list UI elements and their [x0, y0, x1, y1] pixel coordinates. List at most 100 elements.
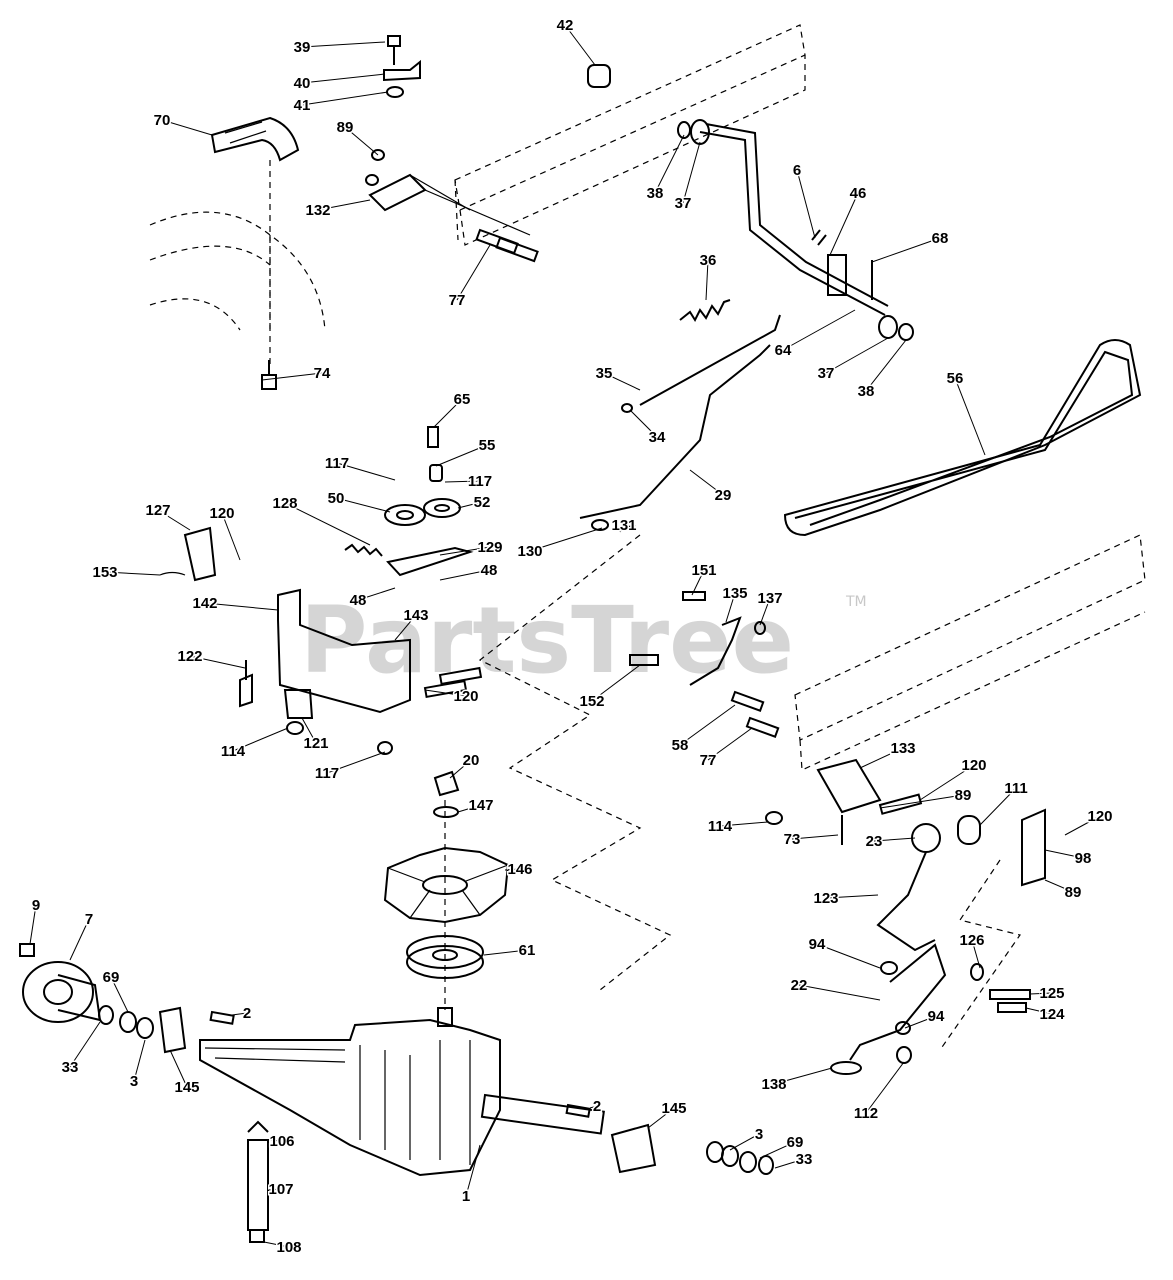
linkage-part-135 — [629, 591, 766, 686]
callout-leader — [284, 502, 371, 546]
callout-leader — [133, 1039, 146, 1082]
callout-label: 125 — [1039, 985, 1064, 1002]
callout-leader — [110, 976, 129, 1013]
callout-label: 128 — [272, 495, 297, 512]
callout-leader — [798, 984, 881, 1001]
callout-leader — [394, 614, 417, 641]
callout-leader — [231, 1012, 248, 1016]
callout-label: 117 — [468, 473, 492, 490]
callout-leader — [457, 501, 483, 509]
callout-label: 64 — [775, 342, 792, 359]
upper-frame-rail — [454, 24, 806, 246]
callout-label: 89 — [337, 119, 354, 136]
callout-label: 1 — [462, 1188, 470, 1205]
callout-leader — [971, 939, 981, 969]
callout-leader — [725, 592, 736, 623]
callout-label: 74 — [314, 365, 331, 382]
callout-leader — [654, 134, 685, 194]
callout-label: 68 — [932, 230, 949, 247]
callout-leader — [619, 524, 625, 533]
callout-label: 48 — [481, 562, 498, 579]
callout-label: 133 — [890, 740, 915, 757]
rod-part-29 — [579, 344, 771, 531]
callout-label: 143 — [403, 607, 428, 624]
callout-leader — [1064, 815, 1101, 836]
callout-label: 145 — [174, 1079, 199, 1096]
callout-label: 135 — [722, 585, 747, 602]
callout-label: 6 — [793, 162, 801, 179]
callout-label: 40 — [294, 75, 311, 92]
callout-label: 61 — [519, 942, 536, 959]
callout-leader — [483, 949, 528, 956]
callout-leader — [189, 655, 246, 669]
callout-leader — [707, 727, 753, 761]
callout-leader — [465, 1144, 481, 1197]
callout-leader — [816, 943, 881, 969]
axle-hardware-right — [565, 1103, 774, 1175]
callout-label: 117 — [315, 765, 339, 782]
callout-leader — [979, 787, 1017, 826]
callout-leader — [261, 372, 323, 381]
callout-leader — [682, 141, 701, 204]
transaxle-part-1 — [199, 1007, 605, 1177]
callout-label: 55 — [479, 437, 496, 454]
callout-label: 37 — [675, 195, 692, 212]
callout-leader — [705, 259, 709, 301]
callout-leader — [433, 398, 463, 428]
callout-label: 122 — [177, 648, 202, 665]
callout-label: 131 — [611, 517, 636, 534]
callout-leader — [859, 747, 904, 769]
callout-leader — [1029, 992, 1053, 995]
callout-label: 98 — [1075, 850, 1092, 867]
spring-part-36 — [679, 299, 731, 323]
callout-leader — [679, 704, 736, 746]
callout-label: 132 — [305, 202, 330, 219]
callout-label: 38 — [858, 383, 875, 400]
callout-label: 29 — [715, 487, 732, 504]
callout-leader — [782, 309, 856, 351]
dashed-guide-right — [939, 859, 1021, 1051]
callout-leader — [161, 119, 213, 136]
callout-leader — [221, 512, 241, 561]
callout-leader — [439, 569, 490, 581]
callout-leader — [904, 1015, 937, 1029]
callout-label: 39 — [294, 39, 311, 56]
callout-leader — [759, 597, 771, 626]
callout-label: 2 — [593, 1098, 601, 1115]
callout-label: 77 — [700, 752, 717, 769]
callout-leader — [301, 91, 389, 106]
callout-label: 137 — [757, 590, 782, 607]
callout-leader — [879, 794, 964, 809]
drive-belt-part-56 — [783, 339, 1142, 537]
hub-part-7 — [19, 943, 102, 1023]
lift-shaft-part-64 — [677, 119, 914, 341]
callout-label: 126 — [959, 932, 984, 949]
bolt-group-39-41 — [383, 35, 421, 98]
callout-label: 73 — [784, 831, 801, 848]
callout-leader — [729, 1133, 760, 1151]
callout-leader — [954, 377, 986, 456]
callout-label: 94 — [928, 1008, 945, 1025]
callout-leader — [357, 587, 396, 601]
callout-leader — [444, 480, 481, 483]
bracket-part-132 — [365, 149, 539, 263]
callout-leader — [829, 192, 859, 256]
callout-leader — [796, 169, 816, 239]
callout-label: 124 — [1039, 1006, 1065, 1023]
callout-label: 146 — [507, 861, 532, 878]
callout-label: 111 — [1004, 780, 1027, 797]
callout-label: 48 — [350, 592, 367, 609]
callout-leader — [689, 469, 724, 496]
callout-label: 127 — [145, 502, 170, 519]
dashed-guide-center — [478, 534, 672, 991]
callout-label: 121 — [303, 735, 328, 752]
callout-label: 7 — [85, 911, 93, 928]
callout-label: 58 — [672, 737, 689, 754]
callout-label: 35 — [596, 365, 613, 382]
callout-leader — [871, 237, 941, 263]
bracket-part-142 — [159, 526, 483, 755]
callout-leader — [232, 727, 289, 752]
callout-leader — [791, 834, 839, 840]
callout-label: 112 — [854, 1105, 878, 1122]
